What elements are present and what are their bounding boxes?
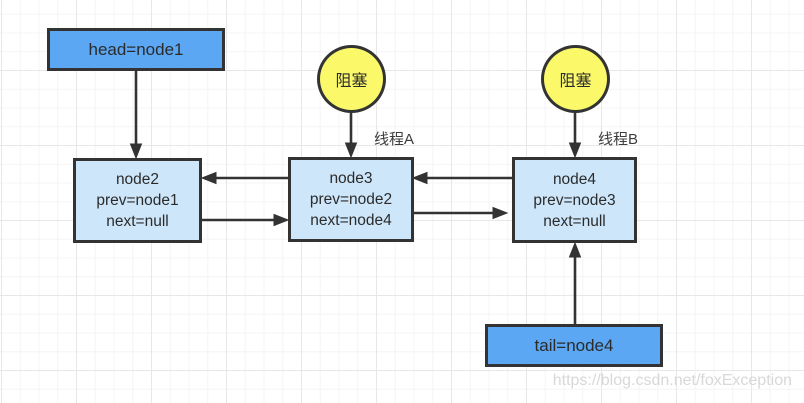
blocked-circle-b-label: 阻塞 [559, 73, 592, 90]
blocked-circle-a-label: 阻塞 [335, 73, 368, 90]
head-pointer-box[interactable]: head=node1 [47, 28, 225, 71]
arrow-head-to-node2[interactable] [129, 71, 143, 160]
arrow-head-right [492, 206, 509, 220]
arrow-node4-to-node3[interactable] [411, 171, 512, 185]
node2-next: next=null [106, 213, 169, 230]
node2-prev: prev=node1 [96, 192, 179, 209]
node3-next: next=node4 [310, 212, 392, 229]
arrow-head-down [568, 142, 582, 159]
node4-title: node4 [552, 170, 597, 188]
head-pointer-label: head=node1 [88, 39, 184, 59]
arrow-head-down [129, 143, 143, 160]
arrow-head-left [200, 171, 217, 185]
arrow-blockedB-to-node4[interactable] [568, 113, 582, 159]
blocked-circle-b[interactable]: 阻塞 [541, 45, 610, 113]
thread-b-label[interactable]: 线程B [598, 131, 639, 148]
node4-box[interactable]: node4 prev=node3 next=null [512, 157, 637, 243]
arrow-head-up [568, 241, 582, 258]
node2-box[interactable]: node2 prev=node1 next=null [73, 158, 202, 243]
node4-next: next=null [543, 212, 606, 230]
node3-title: node3 [329, 170, 373, 187]
arrow-head-down [344, 142, 358, 159]
thread-a-label[interactable]: 线程A [374, 131, 415, 148]
node2-title: node2 [115, 171, 160, 188]
node4-prev: prev=node3 [533, 191, 616, 209]
watermark-text: https://blog.csdn.net/foxException [552, 372, 792, 389]
node3-prev: prev=node2 [309, 191, 393, 208]
arrow-node3-to-node2[interactable] [200, 171, 288, 185]
arrow-blockedA-to-node3[interactable] [344, 113, 358, 159]
arrow-node2-to-node3[interactable] [202, 213, 290, 227]
node3-box[interactable]: node3 prev=node2 next=node4 [288, 157, 414, 242]
arrow-node3-to-node4[interactable] [413, 206, 509, 220]
tail-pointer-label: tail=node4 [534, 335, 614, 355]
arrow-head-right [273, 213, 290, 227]
arrow-tail-to-node4[interactable] [568, 241, 582, 324]
tail-pointer-box[interactable]: tail=node4 [485, 324, 663, 367]
blocked-circle-a[interactable]: 阻塞 [317, 45, 386, 113]
arrow-head-left [411, 171, 428, 185]
